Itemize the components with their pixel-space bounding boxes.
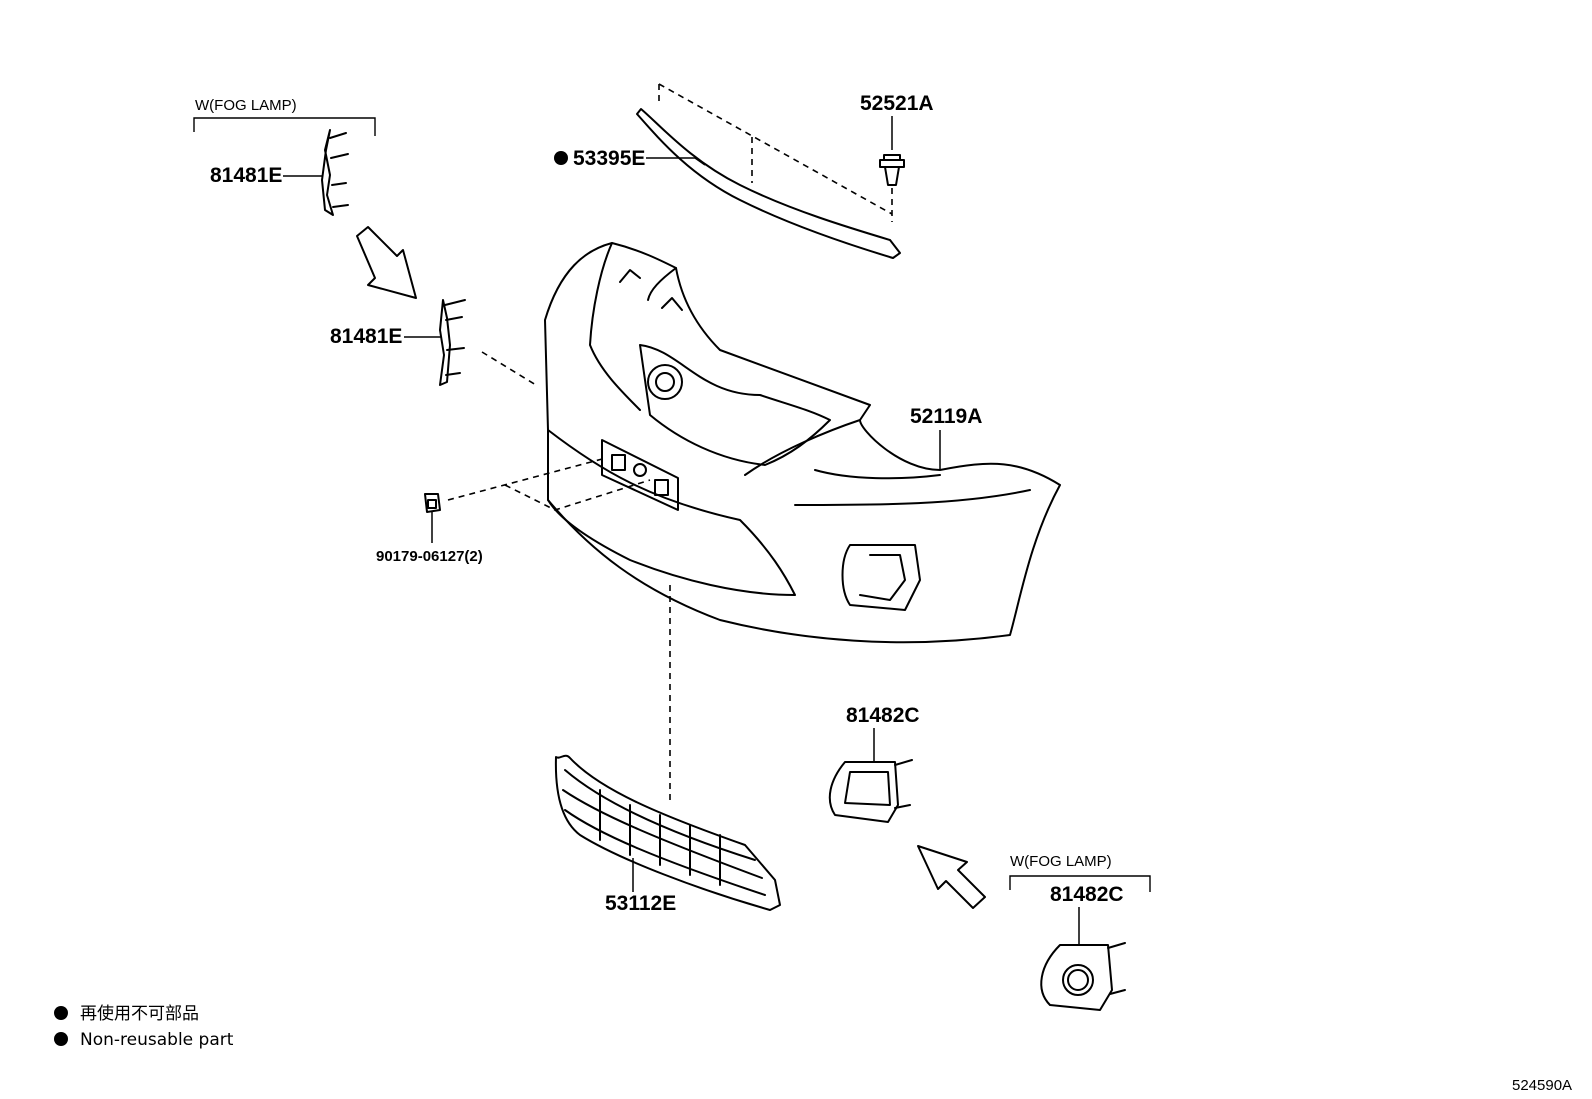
part-52119a[interactable]: 52119A	[910, 405, 982, 428]
cover-81481e-top[interactable]	[321, 129, 349, 216]
cover-81481e-mid[interactable]	[439, 299, 466, 386]
part-90179-06127[interactable]: 90179-06127(2)	[376, 548, 483, 565]
clip-52521a[interactable]	[879, 154, 905, 186]
part-81482c-lower[interactable]: 81482C	[1050, 883, 1124, 906]
legend: 再使用不可部品 Non-reusable part	[54, 1003, 234, 1050]
part-53112e[interactable]: 53112E	[605, 892, 676, 915]
part-52521a[interactable]: 52521A	[860, 92, 934, 115]
part-81482c-upper[interactable]: 81482C	[846, 704, 920, 727]
strip-53395e[interactable]	[636, 108, 901, 259]
diagram-code: 524590A	[1512, 1077, 1572, 1094]
part-53395e[interactable]: 53395E	[573, 147, 645, 170]
dash-strip-top	[658, 83, 893, 215]
legend-dot-icon-jp	[54, 1006, 68, 1020]
legend-jp: 再使用不可部品	[80, 1003, 199, 1024]
arrow-down-right-icon	[356, 226, 417, 299]
grille-53112e[interactable]	[554, 754, 781, 911]
bumper-52119a[interactable]	[544, 242, 1061, 644]
dash-clip-lower	[504, 479, 651, 511]
part-81481e-mid[interactable]: 81481E	[330, 325, 402, 348]
fog-lamp-note-top: W(FOG LAMP)	[195, 97, 297, 114]
legend-en: Non-reusable part	[80, 1030, 234, 1050]
clip-90179-06127[interactable]	[424, 493, 441, 513]
fog-lamp-bracket-bottom	[1009, 875, 1151, 892]
fog-lamp-note-bottom: W(FOG LAMP)	[1010, 853, 1112, 870]
leader-53395e	[646, 157, 706, 166]
part-81481e-top[interactable]: 81481E	[210, 164, 282, 187]
fog-lamp-bracket-top	[193, 117, 376, 136]
cover-81482c-upper[interactable]	[828, 759, 913, 823]
dash-81481e-to-bumper	[481, 351, 537, 386]
arrow-up-left-icon	[917, 845, 986, 909]
cover-81482c-lower[interactable]	[1040, 942, 1126, 1011]
dash-clip-upper	[447, 457, 607, 501]
legend-dot-icon-en	[54, 1032, 68, 1046]
non-reusable-dot-icon	[554, 151, 568, 165]
